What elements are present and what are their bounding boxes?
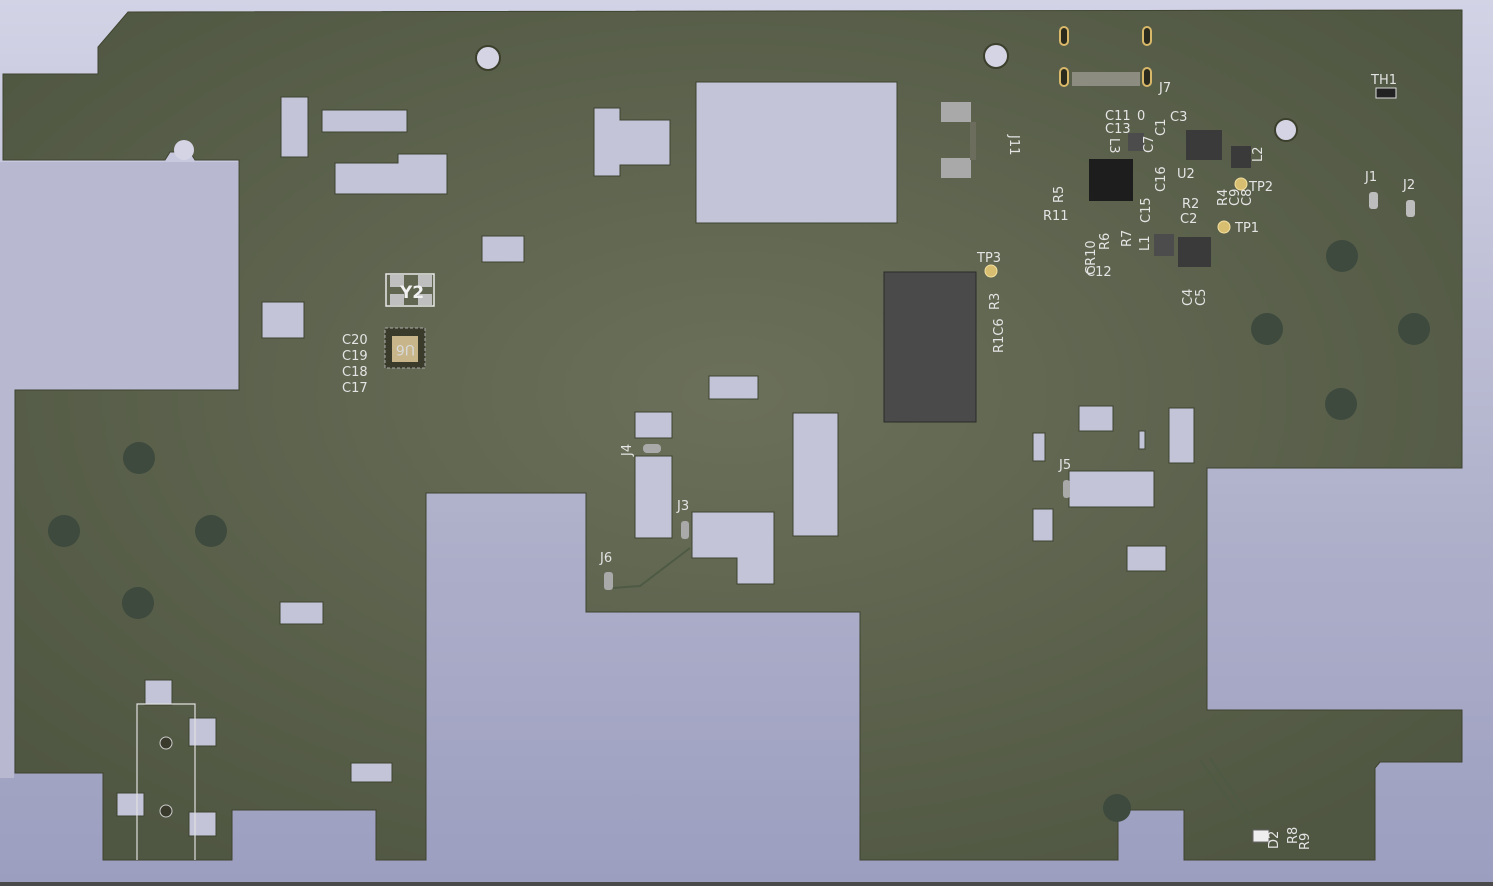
tp3-pad (984, 264, 998, 278)
j3-pad (681, 521, 689, 539)
label-r8: R8 (1286, 827, 1301, 844)
y2-crystal (385, 273, 435, 307)
label-c19: C19 (342, 349, 368, 364)
label-c8: C8 (1240, 189, 1255, 206)
label-c2: C2 (1180, 212, 1197, 227)
label-j4: J4 (620, 444, 635, 457)
label-u6: U6 (396, 341, 415, 357)
label-c18: C18 (342, 365, 368, 380)
label-cr10: CR10 (1084, 240, 1099, 275)
traces (612, 547, 1257, 827)
label-j7: J7 (1158, 81, 1171, 96)
main-module (883, 271, 977, 423)
label-y2: Y2 (399, 283, 424, 303)
label-c12: C12 (1086, 265, 1112, 280)
label-c10: 0 (1137, 109, 1145, 124)
label-c11: C11 (1105, 109, 1131, 124)
pcb-board (2, 9, 1463, 861)
label-th1: TH1 (1370, 73, 1397, 88)
label-c3: C3 (1170, 110, 1187, 125)
label-j11: J11 (1006, 134, 1021, 155)
label-c20: C20 (342, 333, 368, 348)
label-u2: U2 (1177, 167, 1195, 182)
label-r11: R11 (1043, 209, 1069, 224)
board-cutouts (116, 81, 1195, 837)
label-c13: C13 (1105, 122, 1131, 137)
mounting-hole-3 (1274, 118, 1298, 142)
ic-power (1178, 237, 1211, 267)
label-d2: D2 (1267, 831, 1282, 849)
ic-u2 (1186, 130, 1222, 160)
th1-part (1375, 87, 1397, 99)
j1-pad (1369, 192, 1378, 209)
d2-led (1252, 829, 1270, 843)
j4-pad (643, 444, 661, 453)
ic-main-controller (1089, 159, 1133, 201)
j5-pad (1063, 480, 1070, 498)
label-j1: J1 (1364, 170, 1377, 185)
j11-connector (941, 102, 976, 178)
board-notch-left-lower (0, 388, 14, 778)
label-j5: J5 (1058, 458, 1071, 473)
label-r9: R9 (1298, 833, 1313, 850)
label-c9: C9 (1228, 189, 1243, 206)
u6-chip (384, 327, 426, 369)
label-r6: R6 (1098, 233, 1113, 250)
connector-hole-2 (159, 804, 173, 818)
label-j6: J6 (599, 551, 612, 566)
j6-pad (604, 572, 613, 590)
mounting-hole-2 (983, 43, 1009, 69)
connector-outline (136, 703, 196, 860)
label-l1: L1 (1138, 235, 1153, 251)
label-c7: C7 (1142, 136, 1157, 153)
label-r7: R7 (1120, 230, 1135, 247)
j7-usb (1059, 26, 1152, 87)
j2-pad (1406, 200, 1415, 217)
label-r1c6: R1C6 (992, 318, 1007, 353)
label-tp3: TP3 (976, 251, 1001, 266)
connector-hole-1 (159, 736, 173, 750)
label-r3: R3 (988, 293, 1003, 310)
inductor-l1 (1154, 234, 1174, 256)
inductor-l3 (1128, 133, 1144, 151)
label-l3: L3 (1106, 138, 1121, 154)
mounting-hole-1 (475, 45, 501, 71)
tp1-pad (1217, 220, 1231, 234)
tp2-pad (1234, 177, 1248, 191)
label-j2: J2 (1402, 178, 1415, 193)
label-tp1: TP1 (1234, 221, 1259, 236)
ic-c1 (1231, 146, 1251, 168)
label-c15: C15 (1139, 197, 1154, 223)
label-r5: R5 (1052, 186, 1067, 203)
label-c17: C17 (342, 381, 368, 396)
label-j3: J3 (676, 499, 689, 514)
fiducial-markers (48, 240, 1430, 822)
label-c4: C4 (1181, 289, 1196, 306)
mounting-hole-4 (174, 140, 194, 160)
label-c1: C1 (1154, 119, 1169, 136)
label-c5: C5 (1194, 289, 1209, 306)
label-r4: R4 (1216, 189, 1231, 206)
label-r2: R2 (1182, 197, 1199, 212)
label-tp2: TP2 (1248, 180, 1273, 195)
label-c16: C16 (1154, 166, 1169, 192)
board-notch-left (0, 162, 238, 388)
status-strip (0, 882, 1493, 886)
label-l2: L2 (1251, 146, 1266, 162)
